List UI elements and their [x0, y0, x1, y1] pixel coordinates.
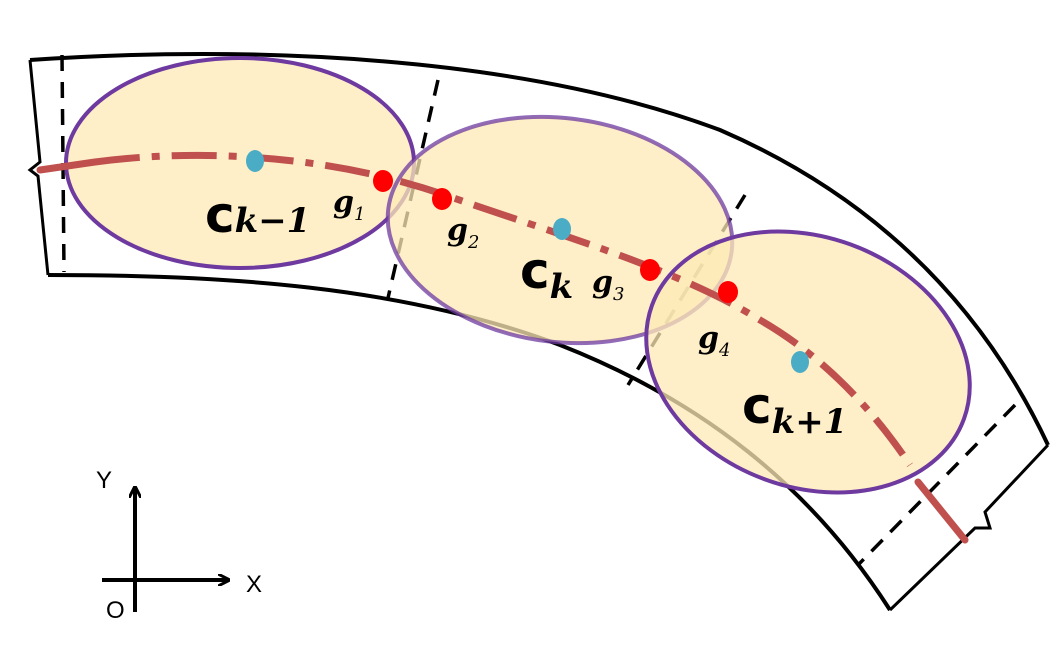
intersection-points	[373, 170, 738, 303]
pipe-inner-edge	[47, 273, 892, 612]
intersection-label-g1: g1	[333, 185, 365, 225]
segment-boundary	[856, 403, 1017, 567]
pipe-right-break	[888, 443, 1050, 612]
centerline-solid-left	[36, 158, 99, 174]
x-axis-label: X	[246, 571, 262, 598]
center-label-current: ck	[520, 242, 573, 307]
pipe-band	[27, 52, 1050, 612]
pipe-outer-edge	[29, 52, 1050, 446]
origin-label: O	[106, 597, 125, 624]
centerline-solid-right	[914, 478, 969, 544]
intersection-point-g2	[432, 188, 452, 210]
center-point-prev	[246, 150, 264, 172]
pipe-left-break	[27, 59, 50, 276]
center-point-current	[553, 218, 571, 240]
center-label-prev: ck−1	[205, 186, 310, 244]
intersection-point-g4	[718, 281, 738, 303]
center-label-next: ck+1	[742, 377, 847, 442]
center-point-next	[791, 351, 809, 373]
intersection-point-g3	[640, 259, 660, 281]
y-axis-label: Y	[96, 467, 112, 494]
intersection-point-g1	[373, 170, 393, 192]
center-points	[246, 150, 809, 373]
intersection-label-g4: g4	[698, 321, 730, 361]
coordinate-axes: Y X O	[96, 467, 262, 624]
intersection-label-g2: g2	[447, 213, 479, 253]
intersection-label-g3: g3	[592, 265, 624, 305]
